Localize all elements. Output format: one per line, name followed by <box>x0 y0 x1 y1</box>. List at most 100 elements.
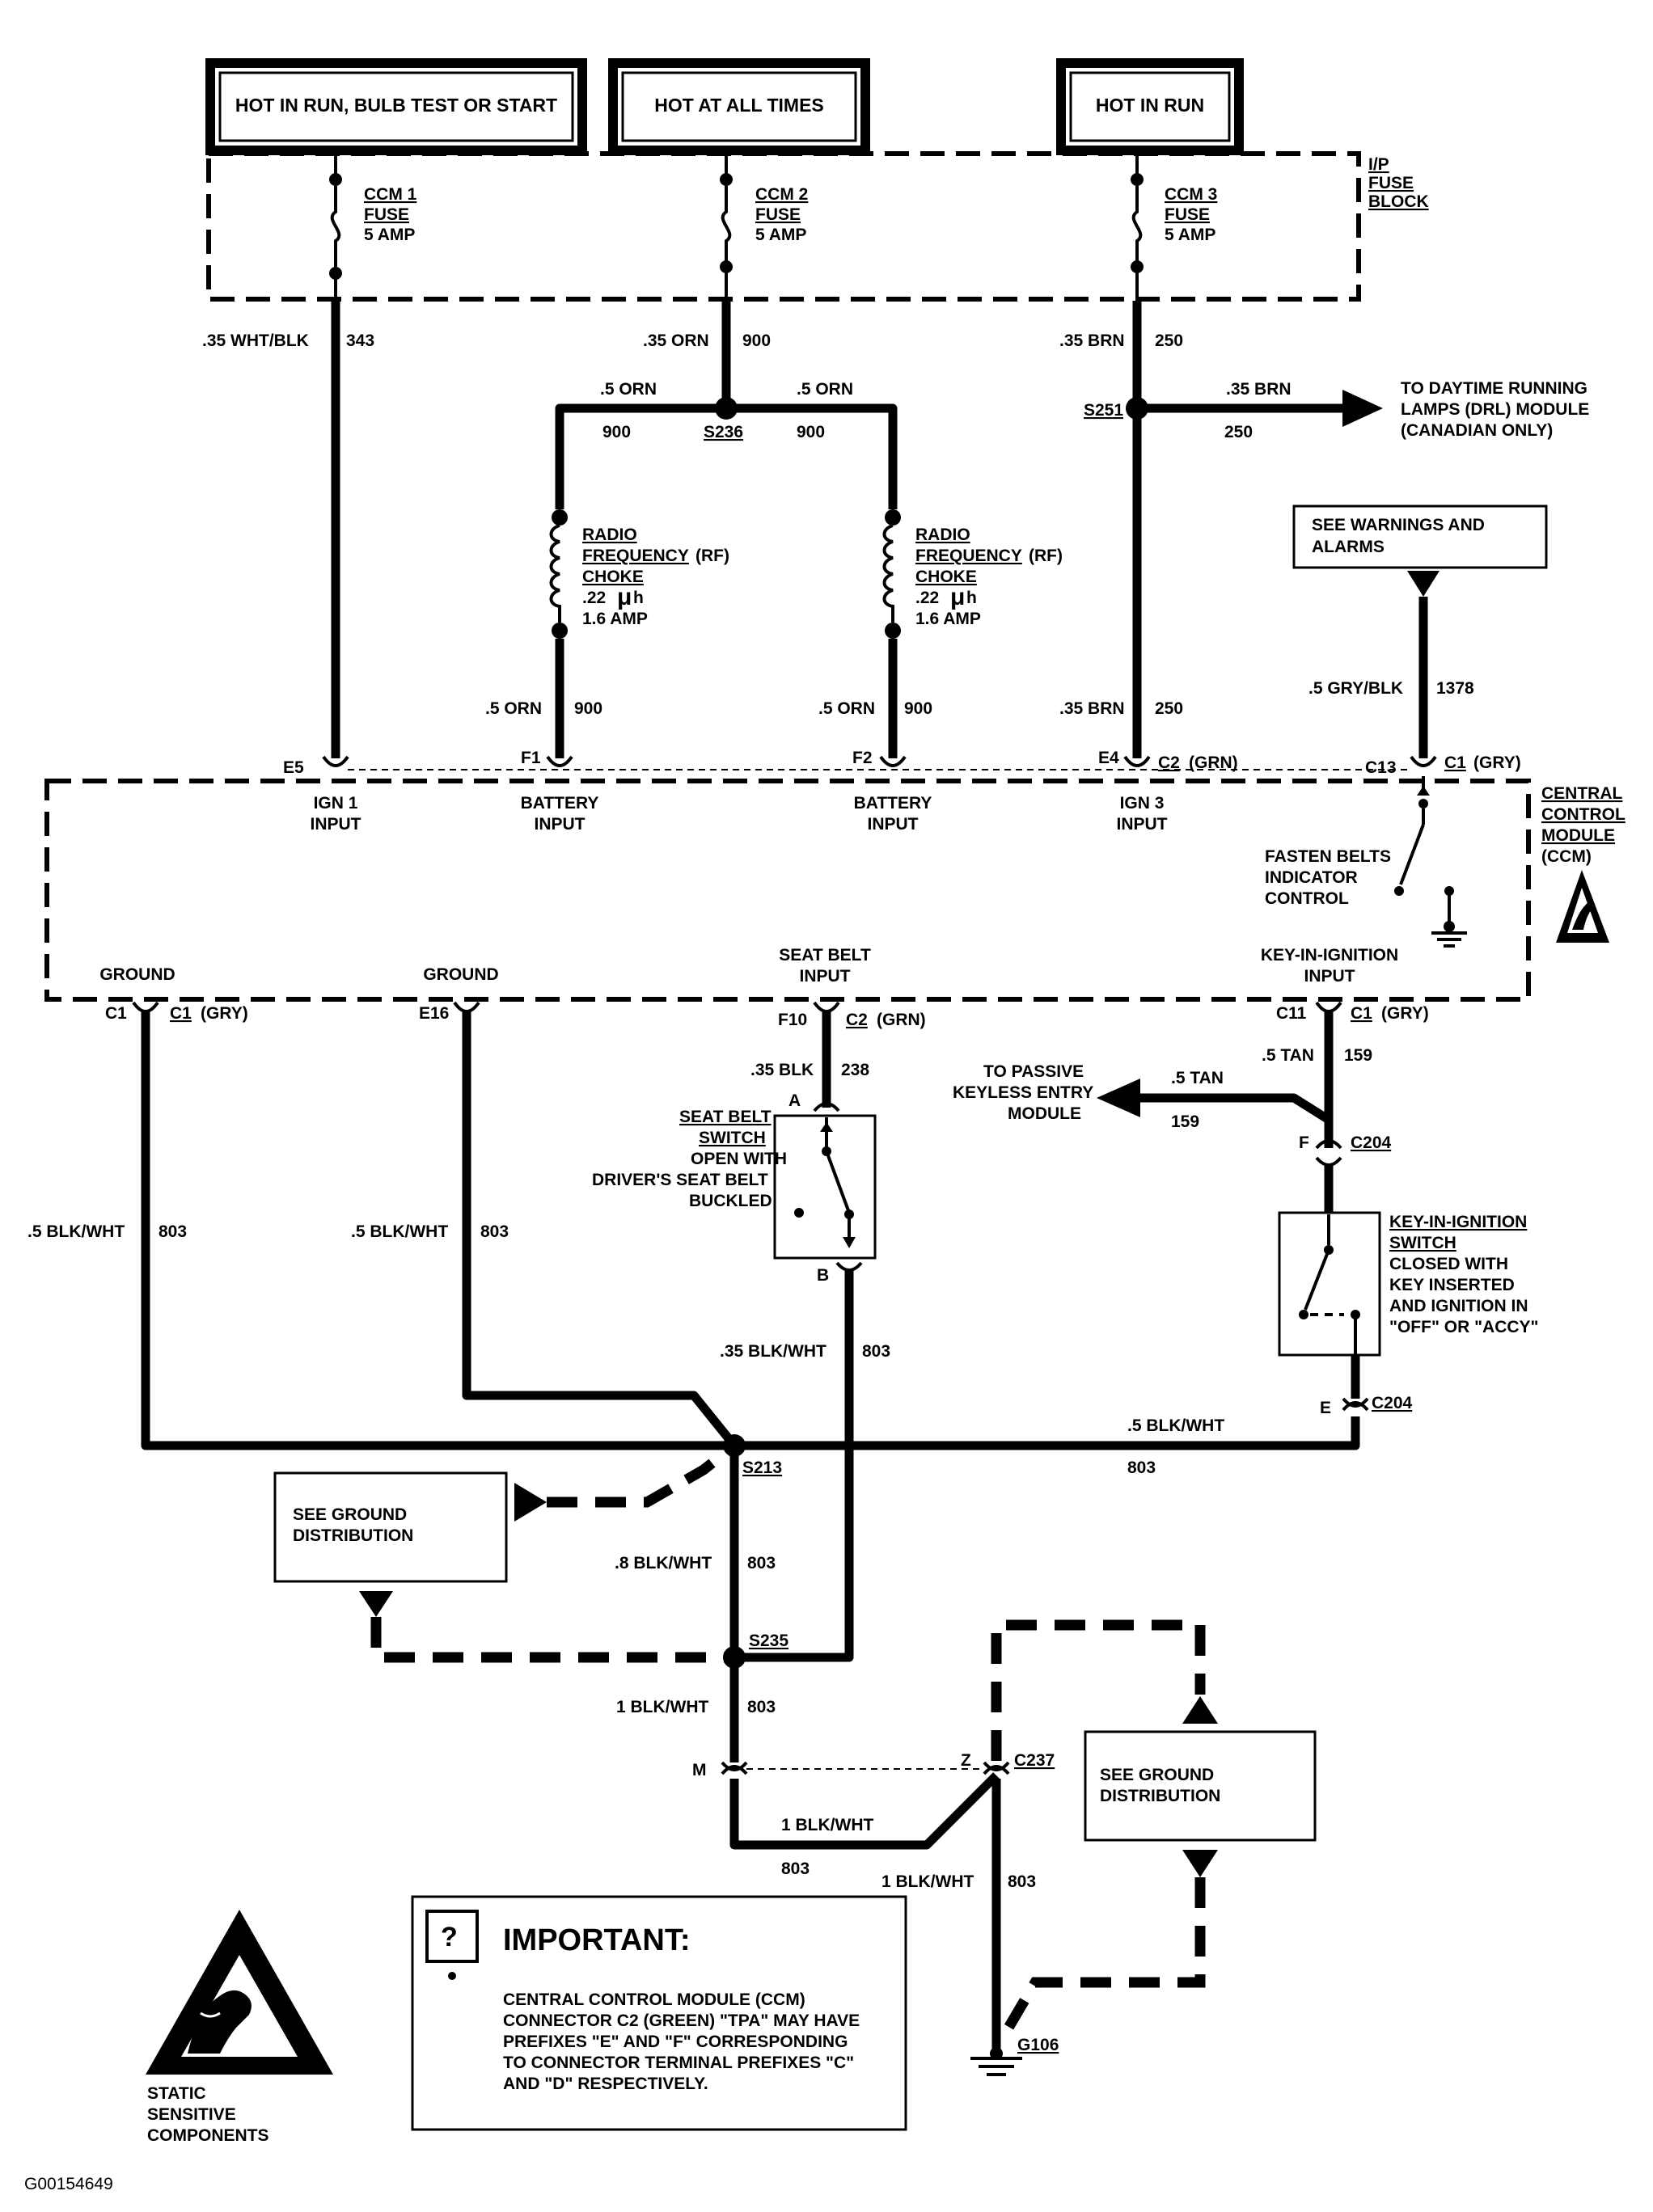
splice-s235-label: S235 <box>749 1632 788 1650</box>
ccm-top-terminals <box>322 755 1437 770</box>
c204-e-conn: C204 <box>1372 1394 1413 1412</box>
keyin-switch-l2: SWITCH <box>1389 1234 1456 1252</box>
power-source-at-all-times: HOT AT ALL TIMES <box>608 58 870 155</box>
c237-pin-m: M <box>692 1761 707 1779</box>
rf-choke-right-l3: CHOKE <box>915 568 977 586</box>
important-l3: PREFIXES "E" AND "F" CORRESPONDING <box>503 2033 848 2051</box>
wire-900-f1-circuit: 900 <box>574 699 602 718</box>
ccm-label-1: CENTRAL <box>1541 784 1622 803</box>
c237-pin-z: Z <box>961 1751 971 1770</box>
wire-159-pke-color: .5 TAN <box>1171 1069 1224 1087</box>
conn-c1-top-color: (GRY) <box>1473 754 1521 772</box>
rf-choke-right-l2b: (RF) <box>1029 547 1063 565</box>
wire-803-e16 <box>462 1012 738 1449</box>
important-icon-box <box>425 1910 479 1963</box>
wire-803-seatbelt <box>734 1271 854 1662</box>
wire-900-top-color: .35 ORN <box>643 331 709 350</box>
seatbelt-switch-l3: OPEN WITH <box>691 1150 787 1168</box>
pin-c11: C11 <box>1276 1004 1307 1023</box>
fuse-block-label-3: BLOCK <box>1368 192 1429 211</box>
ccm-label-4: (CCM) <box>1541 847 1592 866</box>
pin-f10: F10 <box>778 1011 807 1029</box>
fasten-belts-switch <box>1394 776 1467 948</box>
pin-e4: E4 <box>1098 749 1119 767</box>
wire-900-right-color: .5 ORN <box>797 380 853 399</box>
g106-label: G106 <box>1017 2036 1059 2054</box>
fuse-block-label-1: I/P <box>1368 155 1389 174</box>
splice-s213-label: S213 <box>742 1458 782 1477</box>
static-sensitive-icon <box>146 1910 333 2075</box>
wire-900-top-circuit: 900 <box>742 331 771 350</box>
ccm-module-outline <box>44 779 1531 1002</box>
splice-s236-label: S236 <box>704 423 743 441</box>
rf-choke-right-l1: RADIO <box>915 526 970 544</box>
power-label-in-run: HOT IN RUN <box>1096 95 1204 116</box>
splice-s251-label: S251 <box>1084 401 1123 420</box>
wire-250-top-circuit: 250 <box>1155 331 1183 350</box>
rf-choke-left-h: h <box>633 589 644 607</box>
ground-dist-2-l2: DISTRIBUTION <box>1100 1787 1220 1805</box>
fuse-ccm3-type: FUSE <box>1165 205 1210 224</box>
important-l1: CENTRAL CONTROL MODULE (CCM) <box>503 1990 805 2009</box>
wire-250-drl-color: .35 BRN <box>1226 380 1292 399</box>
important-l2: CONNECTOR C2 (GREEN) "TPA" MAY HAVE <box>503 2011 860 2030</box>
wire-900-left-color: .5 ORN <box>600 380 657 399</box>
conn-c1: C1 <box>170 1004 192 1023</box>
wire-803-s213-color: .8 BLK/WHT <box>615 1554 712 1572</box>
wire-803-c1 <box>141 1012 734 1450</box>
rf-choke-right: RADIO FREQUENCY (RF) CHOKE .22 μ h 1.6 A… <box>882 509 1063 639</box>
wire-159-pke <box>1140 1093 1334 1148</box>
important-icon-dot <box>448 1972 456 1980</box>
wire-900-left-circuit: 900 <box>602 423 631 441</box>
fuse-ccm1-rating: 5 AMP <box>364 226 415 244</box>
wire-803-m-circuit: 803 <box>781 1860 810 1878</box>
wire-1378-color: .5 GRY/BLK <box>1308 679 1403 698</box>
pke-label-1: TO PASSIVE <box>983 1062 1084 1081</box>
conn-c1-b: C1 <box>1351 1004 1372 1023</box>
important-icon-glyph: ? <box>441 1922 458 1952</box>
conn-c1-b-color: (GRY) <box>1381 1004 1429 1023</box>
c237-connector <box>721 1761 1010 1775</box>
ground-dist-1-arrow-down-icon <box>359 1591 393 1617</box>
drl-label-1: TO DAYTIME RUNNING <box>1401 379 1587 398</box>
battery1-input-l2: INPUT <box>535 815 586 834</box>
see-warnings-label-2: ALARMS <box>1312 538 1385 556</box>
seatbelt-switch <box>773 1114 877 1260</box>
pin-f2: F2 <box>852 749 873 767</box>
keyin-input-l1: KEY-IN-IGNITION <box>1261 946 1398 965</box>
conn-c2: C2 <box>846 1011 868 1029</box>
wire-803-c1-color: .5 BLK/WHT <box>27 1222 125 1241</box>
seatbelt-pin-b: B <box>817 1266 829 1285</box>
wire-803-c1-circuit: 803 <box>159 1222 187 1241</box>
rf-choke-left-l4: .22 <box>582 589 606 607</box>
ccm-label-3: MODULE <box>1541 826 1615 845</box>
rf-choke-right-mu: μ <box>950 584 965 610</box>
fuse-ccm1-type: FUSE <box>364 205 409 224</box>
drl-arrow-icon <box>1342 390 1383 427</box>
power-source-in-run: HOT IN RUN <box>1056 58 1244 155</box>
wire-900-left <box>555 403 726 509</box>
rf-choke-left-l3: CHOKE <box>582 568 644 586</box>
wire-900-f2-color: .5 ORN <box>818 699 875 718</box>
c204-e-connector <box>1342 1397 1369 1412</box>
ground-dist-1-arrow-right-icon <box>514 1483 547 1522</box>
keyin-input-l2: INPUT <box>1304 967 1355 986</box>
c204-e-pin: E <box>1320 1399 1331 1417</box>
see-warnings-box: SEE WARNINGS AND ALARMS <box>1292 504 1548 569</box>
wire-1378-circuit: 1378 <box>1436 679 1474 698</box>
rf-choke-left-l5: 1.6 AMP <box>582 610 648 628</box>
static-label-3: COMPONENTS <box>147 2126 269 2145</box>
ground-dist-1-l2: DISTRIBUTION <box>293 1526 413 1545</box>
pke-arrow-icon <box>1097 1079 1140 1117</box>
fasten-belts-l1: FASTEN BELTS <box>1265 847 1391 866</box>
pin-c1: C1 <box>105 1004 127 1023</box>
rf-choke-right-h: h <box>966 589 977 607</box>
ign1-input-l1: IGN 1 <box>314 794 358 813</box>
ccm-module-label: CENTRAL CONTROL MODULE (CCM) <box>1541 784 1626 866</box>
wire-803-e16-color: .5 BLK/WHT <box>351 1222 448 1241</box>
fuse-block-label-2: FUSE <box>1368 174 1414 192</box>
seatbelt-switch-l1: SEAT BELT <box>679 1108 772 1126</box>
rf-choke-right-l2: FREQUENCY <box>915 547 1022 565</box>
ign3-input-l2: INPUT <box>1117 815 1168 834</box>
fuse-ccm1: CCM 1 FUSE 5 AMP <box>329 173 417 280</box>
